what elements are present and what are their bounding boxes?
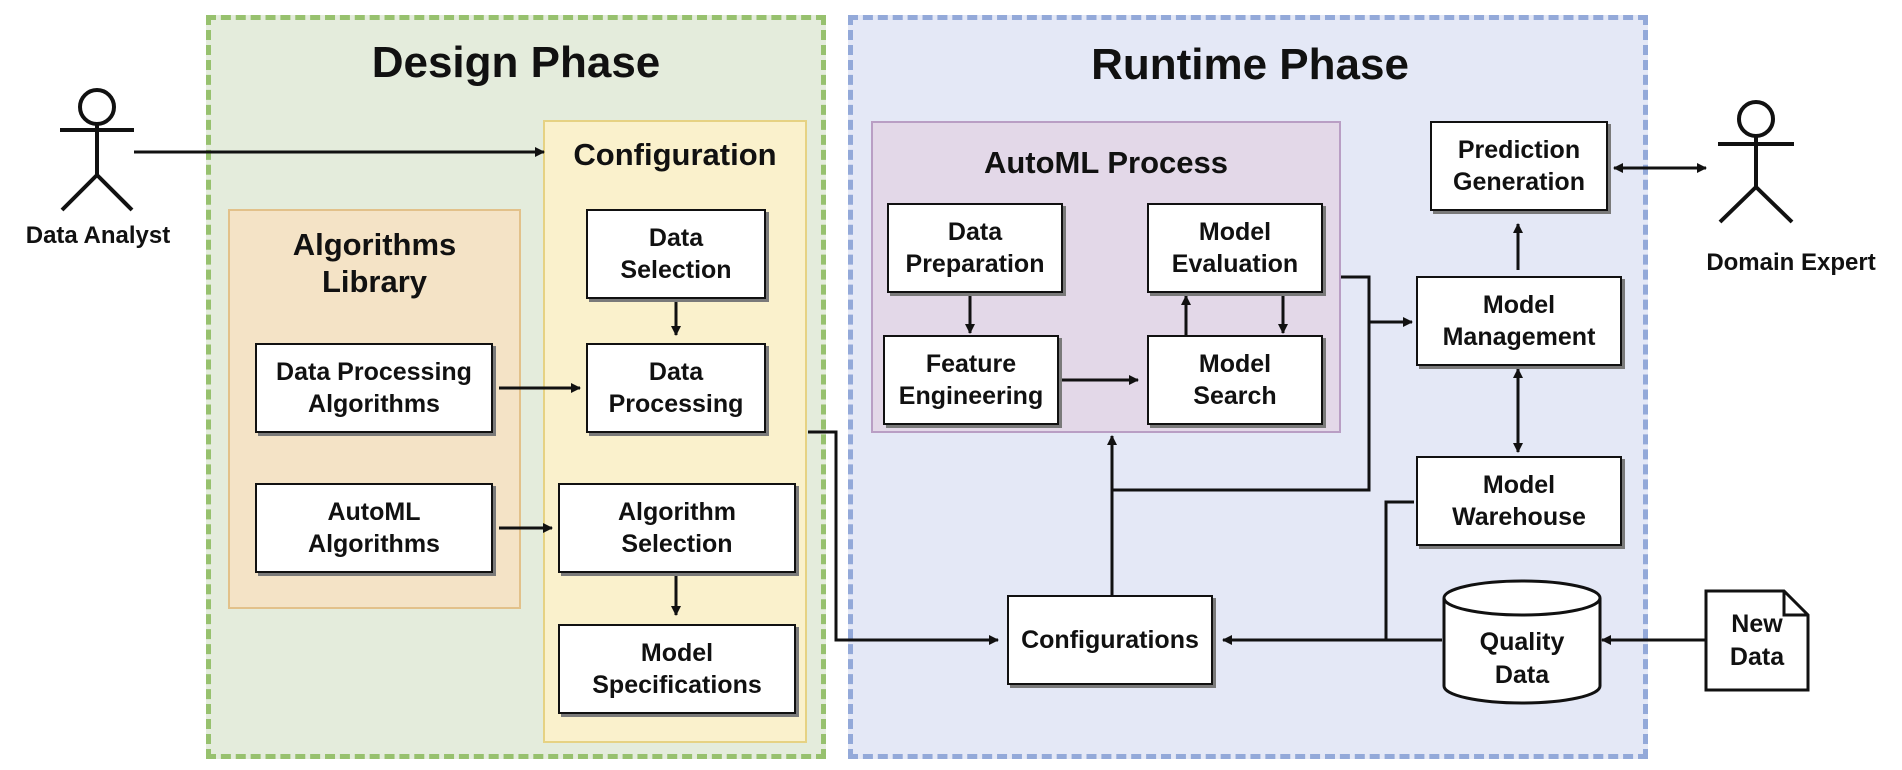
runtime-phase-title: Runtime Phase [1091, 40, 1409, 89]
automl-process-title: AutoML Process [983, 145, 1229, 180]
automl-algorithms-box: AutoML Algorithms [255, 483, 493, 573]
model-warehouse-box: Model Warehouse [1416, 456, 1622, 546]
line-automl-to-configurations-junction [1112, 322, 1371, 492]
arrow-data-processing-to-configurations [808, 430, 999, 645]
data-selection-box: Data Selection [586, 209, 766, 299]
new-data-document-icon [1704, 589, 1810, 692]
design-phase-title: Design Phase [371, 38, 661, 87]
prediction-generation-box: Prediction Generation [1430, 121, 1608, 211]
arrow-model-evaluation-to-model-management [1341, 275, 1413, 327]
domain-expert-actor-icon [1718, 100, 1794, 224]
data-processing-algorithms-box: Data Processing Algorithms [255, 343, 493, 433]
model-specifications-box: Model Specifications [558, 624, 796, 714]
data-processing-box: Data Processing [586, 343, 766, 433]
new-data-label: New Data [1729, 610, 1785, 671]
algorithm-selection-box: Algorithm Selection [558, 483, 796, 573]
data-analyst-label: Data Analyst [25, 222, 171, 249]
quality-data-database-icon [1442, 579, 1602, 705]
configurations-box: Configurations [1007, 595, 1213, 685]
model-evaluation-box: Model Evaluation [1147, 203, 1323, 293]
configuration-title: Configuration [573, 137, 777, 172]
domain-expert-label: Domain Expert [1706, 249, 1876, 276]
line-model-warehouse-to-junction [1384, 500, 1414, 640]
model-management-box: Model Management [1416, 276, 1622, 366]
algorithms-library-title: Algorithms Library [292, 227, 457, 300]
model-search-box: Model Search [1147, 335, 1323, 425]
feature-engineering-box: Feature Engineering [883, 335, 1059, 425]
data-preparation-box: Data Preparation [887, 203, 1063, 293]
quality-data-label: Quality Data [1479, 628, 1565, 689]
data-analyst-actor-icon [60, 88, 134, 212]
